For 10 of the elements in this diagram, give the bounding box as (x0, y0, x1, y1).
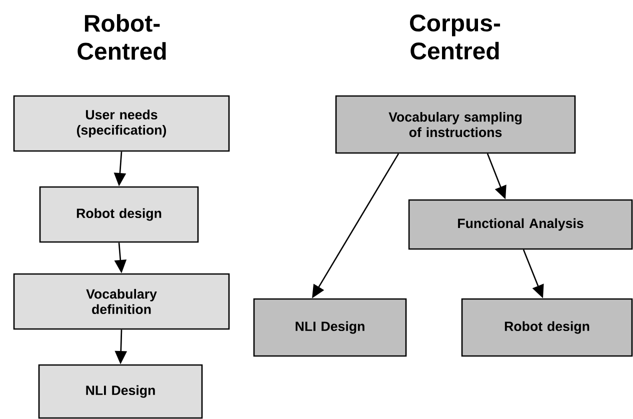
process-box: Robot design (461, 298, 633, 357)
process-box: Functional Analysis (408, 199, 633, 250)
process-box: NLI Design (253, 298, 407, 357)
process-box: Vocabulary definition (13, 273, 230, 330)
heading: Corpus-Centred (410, 14, 500, 60)
process-box: User needs (specification) (13, 95, 230, 152)
process-box: Robot design (39, 186, 199, 243)
process-box: NLI Design (38, 364, 203, 419)
process-box: Vocabulary sampling of instructions (335, 95, 576, 154)
heading: Robot-Centred (78, 14, 166, 60)
